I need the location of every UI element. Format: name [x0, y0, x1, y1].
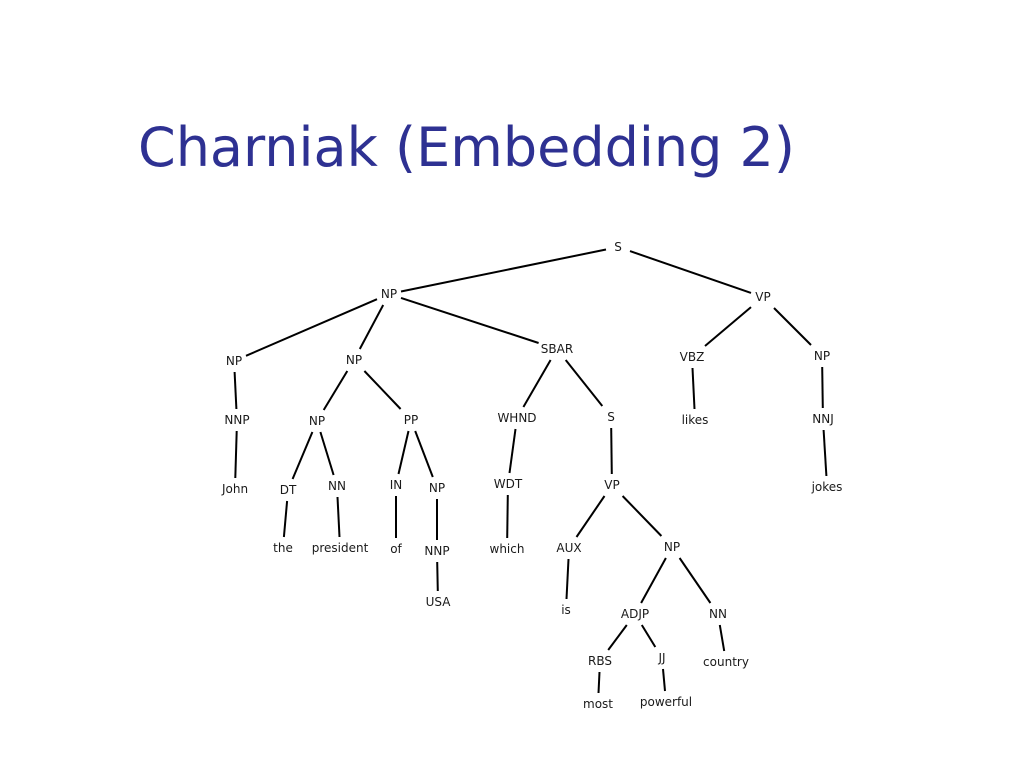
tree-edge-whnd-wdt [508, 428, 517, 474]
tree-edge-np-jokes-nnj [821, 366, 824, 409]
tree-node-np1: NP [381, 287, 397, 301]
tree-node-nnp-john: NNP [224, 413, 249, 427]
tree-node-w-president: president [312, 541, 369, 555]
tree-node-np4: NP [664, 540, 680, 554]
tree-node-nn-country: NN [709, 607, 727, 621]
tree-node-wdt: WDT [494, 477, 523, 491]
tree-node-w-usa: USA [426, 595, 452, 609]
tree-node-np-john: NP [226, 354, 242, 368]
tree-node-nn-president: NN [328, 479, 346, 493]
tree-edge-rbs-w-most [597, 671, 601, 694]
tree-node-w-most: most [583, 697, 613, 711]
tree-node-vbz: VBZ [680, 350, 705, 364]
tree-edge-nn-country-w-country [718, 624, 726, 652]
tree-node-w-which: which [490, 542, 525, 556]
tree-node-w-john: John [221, 482, 248, 496]
tree-edge-np1-sbar [400, 296, 539, 344]
tree-node-w-powerful: powerful [640, 695, 692, 709]
tree-edge-nnj-w-jokes [822, 429, 828, 477]
tree-edge-np1-np2 [358, 304, 385, 350]
tree-edge-np-john-nnp-john [233, 371, 238, 410]
tree-edge-vp1-np-jokes [773, 307, 812, 346]
tree-edge-wdt-w-which [506, 494, 509, 539]
tree-edge-np2-np3 [322, 370, 349, 411]
tree-edge-nn-president-w-president [336, 496, 341, 538]
tree-edge-np3-dt [291, 431, 314, 480]
tree-node-vp2: VP [604, 478, 619, 492]
tree-edge-pp-in [397, 430, 410, 475]
tree-node-w-is: is [561, 603, 571, 617]
tree-edge-s-vp1 [629, 250, 752, 294]
tree-edge-s-np1 [400, 248, 607, 293]
tree-edge-np1-np-john [245, 298, 378, 357]
tree-node-adjp: ADJP [621, 607, 649, 621]
tree-edge-np4-adjp [640, 557, 667, 604]
tree-node-pp: PP [404, 413, 418, 427]
slide-title: Charniak (Embedding 2) [138, 116, 795, 179]
tree-edge-np4-nn-country [678, 557, 712, 604]
tree-edge-vbz-w-likes [691, 367, 696, 410]
tree-node-w-of: of [390, 542, 402, 556]
tree-edge-adjp-jj [640, 624, 657, 648]
tree-node-s2: S [607, 410, 615, 424]
tree-node-w-likes: likes [682, 413, 709, 427]
tree-edge-adjp-rbs [607, 624, 628, 651]
tree-node-w-the: the [273, 541, 293, 555]
tree-node-np3: NP [309, 414, 325, 428]
tree-node-whnd: WHND [497, 411, 536, 425]
tree-node-w-country: country [703, 655, 749, 669]
tree-node-aux: AUX [556, 541, 581, 555]
tree-edge-vp2-aux [575, 495, 606, 538]
tree-edge-pp-np-usa [414, 430, 434, 478]
tree-edge-vp1-vbz [704, 306, 752, 347]
tree-node-np2: NP [346, 353, 362, 367]
tree-node-w-jokes: jokes [811, 480, 843, 494]
tree-edge-sbar-s2 [564, 359, 604, 407]
tree-node-dt: DT [280, 483, 297, 497]
tree-edge-aux-w-is [565, 558, 570, 600]
tree-edge-s2-vp2 [610, 427, 613, 475]
tree-edge-np2-pp [363, 370, 402, 410]
tree-edge-vp2-np4 [621, 495, 663, 537]
tree-node-jj: JJ [657, 651, 665, 665]
tree-edge-nnp-john-w-john [234, 430, 238, 479]
tree-node-sbar: SBAR [541, 342, 573, 356]
tree-node-nnj: NNJ [812, 412, 834, 426]
tree-edges [233, 248, 828, 694]
tree-edge-np3-nn-president [319, 431, 335, 476]
tree-node-nnp-usa: NNP [424, 544, 449, 558]
tree-node-vp1: VP [755, 290, 770, 304]
tree-edge-sbar-whnd [522, 359, 552, 408]
tree-node-np-jokes: NP [814, 349, 830, 363]
tree-edge-jj-w-powerful [662, 668, 666, 692]
tree-node-np-usa: NP [429, 481, 445, 495]
tree-edge-dt-w-the [282, 500, 289, 538]
tree-edge-nnp-usa-w-usa [436, 561, 439, 592]
tree-node-rbs: RBS [588, 654, 612, 668]
tree-node-s: S [614, 240, 622, 254]
tree-node-in: IN [390, 478, 403, 492]
